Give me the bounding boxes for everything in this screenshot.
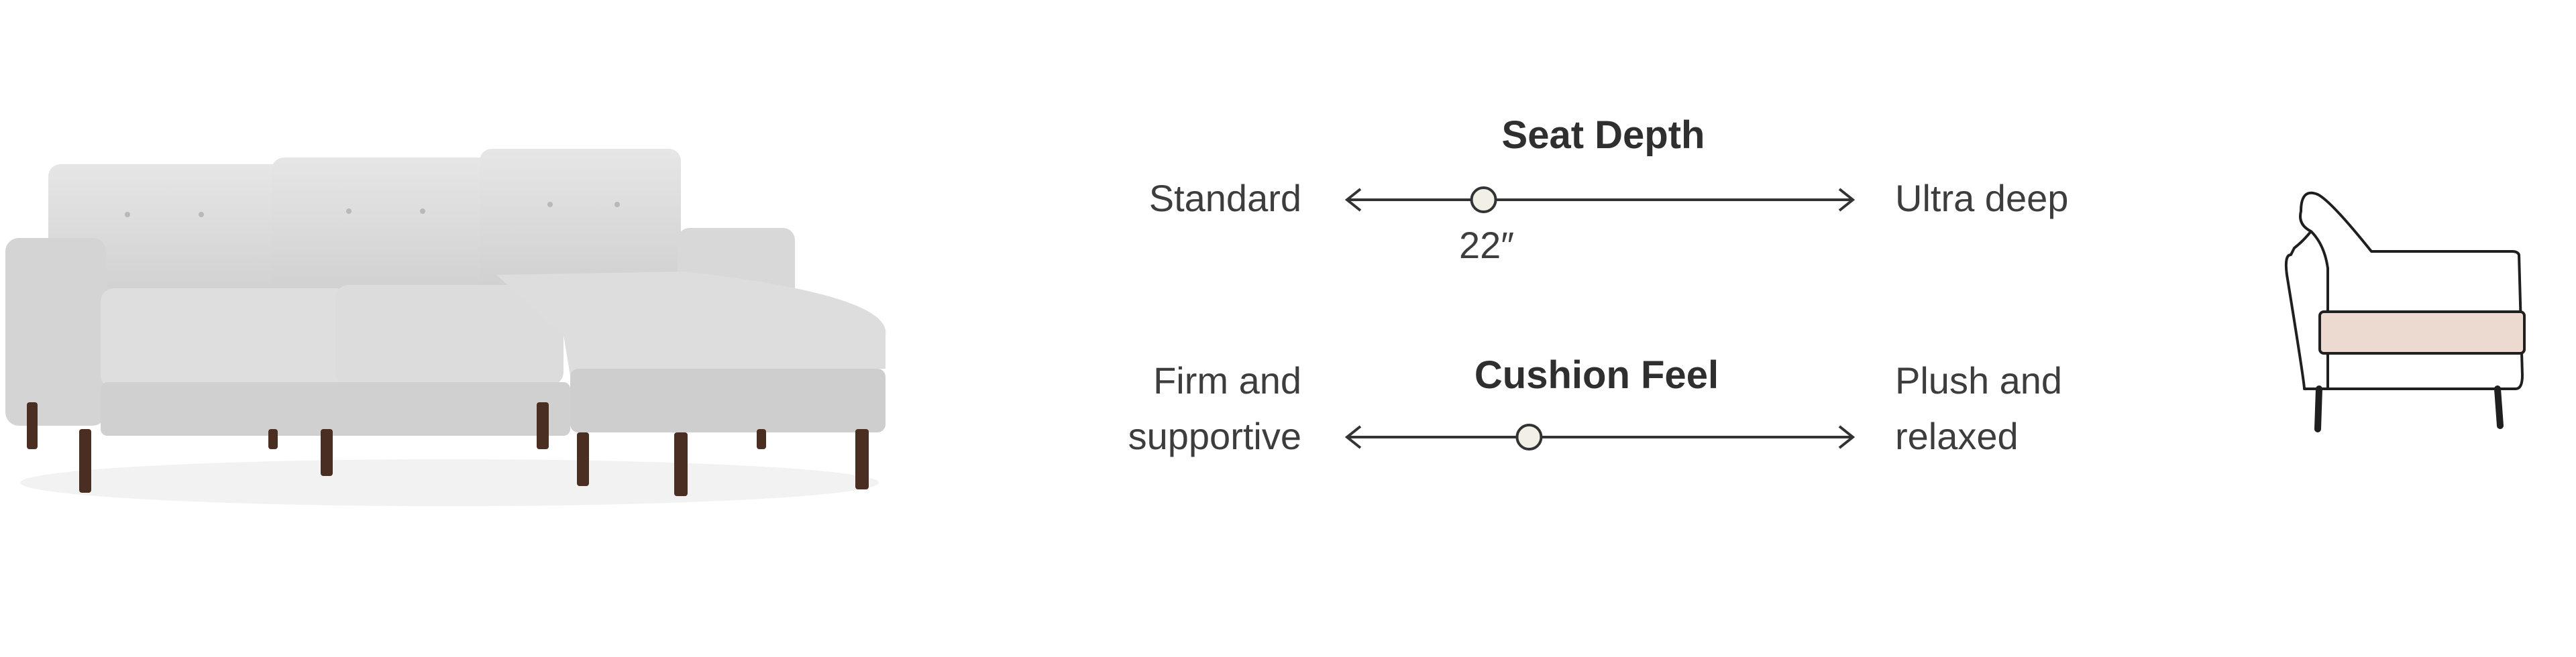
- cushion-feel-left-arrow-icon: [1344, 425, 1362, 449]
- cushion-feel-right-arrow-icon: [1838, 425, 1856, 449]
- cushion-feel-min-label-line1: Firm and: [1153, 359, 1301, 402]
- cushion-feel-title: Cushion Feel: [1474, 353, 1719, 397]
- sofa-image: [0, 134, 912, 523]
- seat-depth-knob: [1470, 186, 1497, 213]
- cushion-feel-slider[interactable]: [1342, 417, 1858, 457]
- cushion-feel-min-label: Firm and supportive: [1033, 353, 1301, 465]
- seat-depth-right-arrow-icon: [1838, 188, 1856, 212]
- seat-depth-slider[interactable]: [1342, 180, 1858, 220]
- seat-depth-title: Seat Depth: [1501, 113, 1705, 157]
- cushion-feel-max-label: Plush and relaxed: [1895, 353, 2231, 465]
- chair-seat-diagram-icon: [2277, 188, 2532, 442]
- cushion-feel-max-label-line1: Plush and: [1895, 359, 2063, 402]
- cushion-feel-max-label-line2: relaxed: [1895, 414, 2019, 457]
- seat-depth-min-label: Standard: [1148, 177, 1301, 219]
- seat-depth-left-arrow-icon: [1344, 188, 1362, 212]
- seat-depth-value: 22″: [1459, 224, 1515, 266]
- seat-depth-max-label: Ultra deep: [1895, 177, 2069, 219]
- cushion-feel-knob: [1515, 424, 1543, 451]
- cushion-feel-min-label-line2: supportive: [1128, 414, 1301, 457]
